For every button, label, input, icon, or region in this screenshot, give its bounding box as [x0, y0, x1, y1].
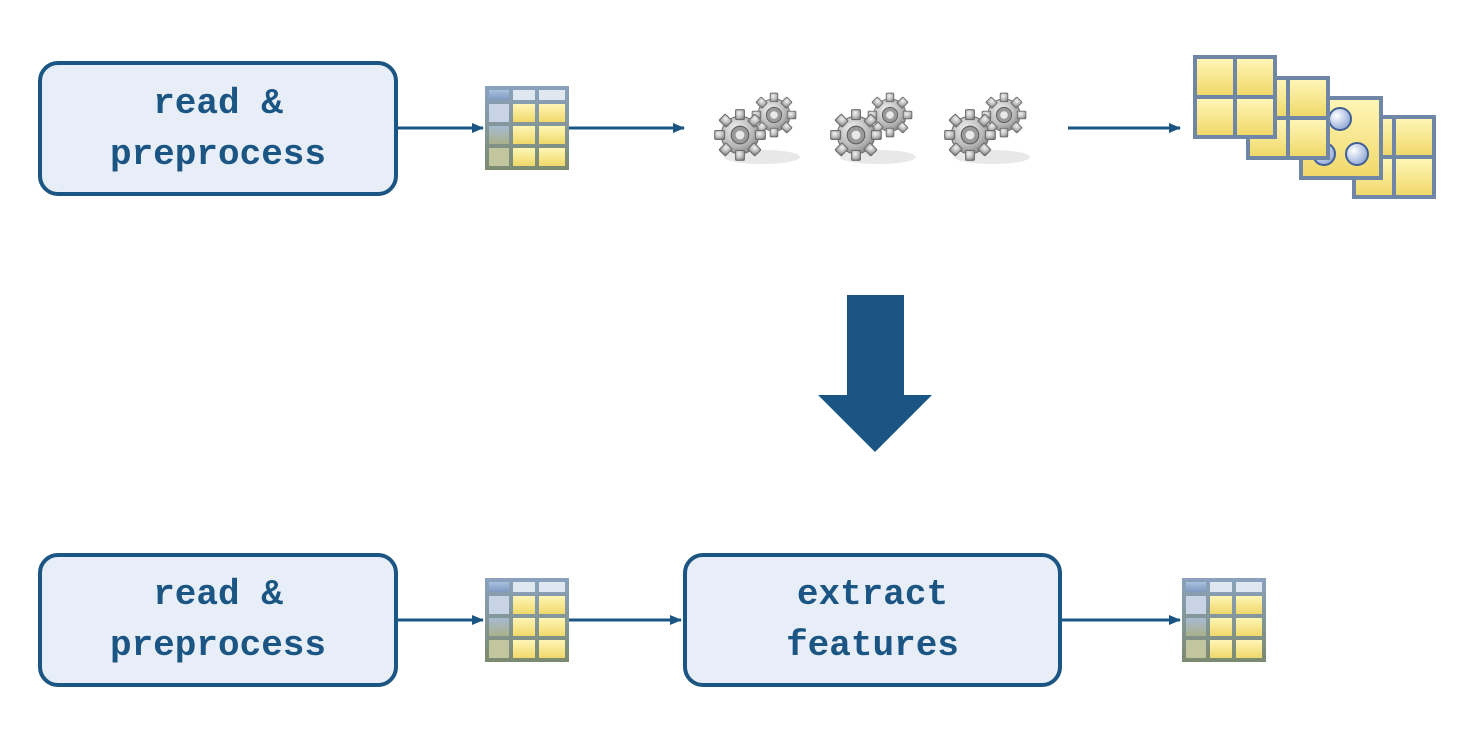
gears-icon [715, 93, 800, 164]
top-read-preprocess-box: read & preprocess [38, 61, 398, 196]
box-label-line1: read & [153, 82, 283, 124]
box-label-line2: preprocess [109, 625, 327, 666]
box-label-line2: features [786, 625, 959, 666]
gears-icon [945, 93, 1030, 164]
bottom-read-preprocess-box: read & preprocess [38, 553, 398, 687]
box-label-line2: preprocess [109, 133, 327, 175]
extract-features-box: extract features [683, 553, 1062, 687]
gears-icon [831, 93, 916, 164]
stacked-tables-icon [1193, 55, 1436, 199]
features-table-icon [1182, 578, 1266, 662]
bottom-table-icon [485, 578, 569, 662]
down-arrow-icon [818, 295, 932, 452]
box-label-line1: extract [796, 574, 949, 615]
box-label-line1: read & [153, 574, 283, 615]
top-table-icon [485, 86, 569, 170]
